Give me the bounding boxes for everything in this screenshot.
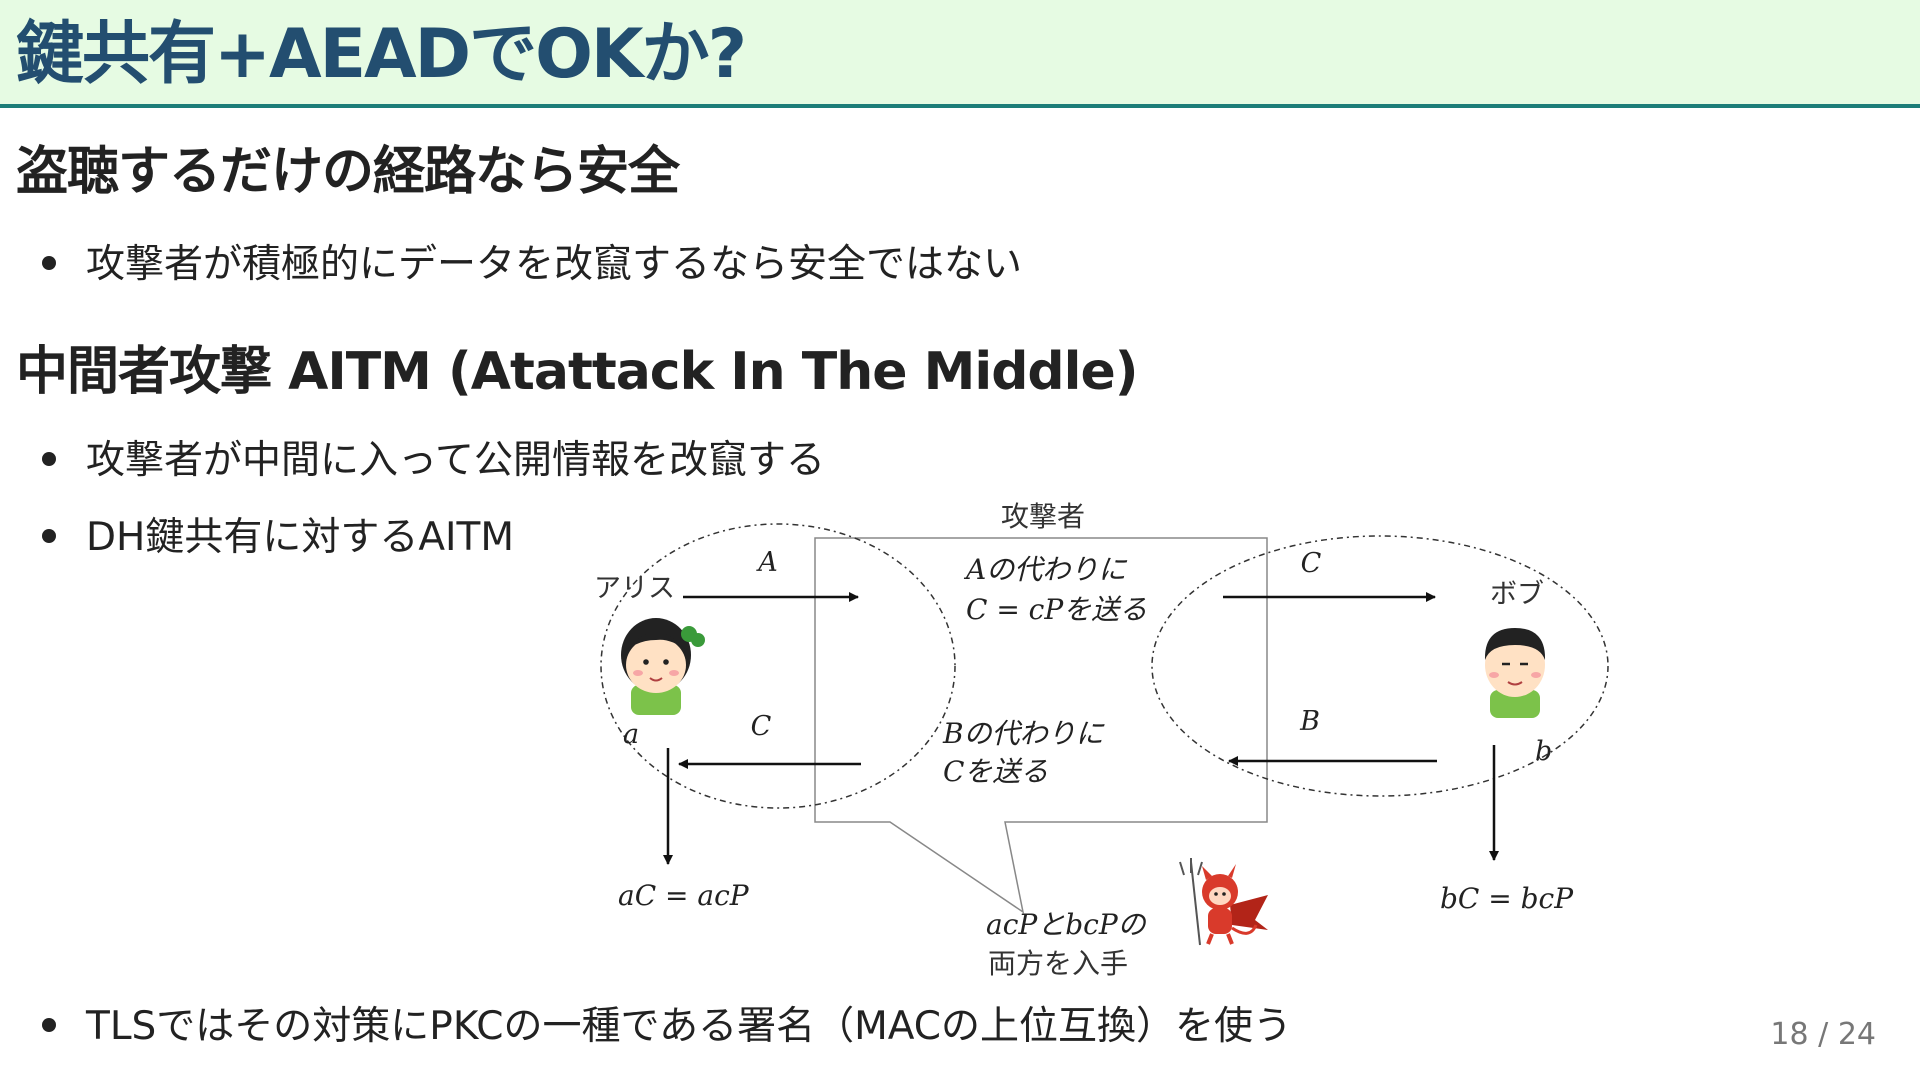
aitm-diagram: 攻撃者 アリス ボブ A C C B <box>594 500 1609 980</box>
section2-bullet-3: TLSではその対策にPKCの一種である署名（MACの上位互換）を使う <box>42 1002 1292 1052</box>
attacker-label: 攻撃者 <box>1001 500 1085 533</box>
bob-label: ボブ <box>1490 579 1544 610</box>
section1-bullet-1: 攻撃者が積極的にデータを改竄するなら安全ではない <box>42 240 1022 290</box>
alice-result: aC = acP <box>618 879 750 912</box>
slide-header: 鍵共有+AEADでOKか? <box>0 0 1920 108</box>
box-text-2b: Cを送る <box>943 755 1048 788</box>
page-total: 24 <box>1837 1017 1876 1052</box>
section1-heading: 盗聴するだけの経路なら安全 <box>16 142 680 202</box>
bullet-dot <box>42 528 56 543</box>
section2-bullet-1: 攻撃者が中間に入って公開情報を改竄する <box>42 436 825 486</box>
arrow-c-bottom-label: C <box>751 711 772 742</box>
box-text-2a: Bの代わりに <box>942 717 1106 750</box>
page-current: 18 <box>1770 1017 1809 1052</box>
box-text-1b: C = cPを送る <box>966 593 1147 626</box>
bullet-text: DH鍵共有に対するAITM <box>86 515 515 560</box>
bob-secret: b <box>1535 736 1552 767</box>
page-indicator: 18 / 24 <box>1770 1017 1876 1052</box>
page-separator: / <box>1818 1017 1829 1052</box>
bullet-text: 攻撃者が積極的にデータを改竄するなら安全ではない <box>86 242 1023 287</box>
alice-label: アリス <box>594 573 675 604</box>
bullet-dot <box>42 1017 56 1032</box>
attacker-gain-1: acPとbcPの <box>986 908 1148 941</box>
attacker-gain-2: 両方を入手 <box>988 947 1128 980</box>
bullet-text: 攻撃者が中間に入って公開情報を改竄する <box>86 438 826 483</box>
bullet-text: TLSではその対策にPKCの一種である署名（MACの上位互換）を使う <box>86 1004 1292 1049</box>
arrow-c-top-label: C <box>1301 548 1322 579</box>
bob-result: bC = bcP <box>1440 882 1574 915</box>
alice-secret: a <box>623 719 639 750</box>
attacker-speech-box <box>814 537 1268 914</box>
arrow-a-label: A <box>755 547 778 578</box>
alice-area <box>600 523 956 809</box>
bullet-dot <box>42 451 56 466</box>
arrow-b-label: B <box>1299 706 1320 737</box>
slide-title: 鍵共有+AEADでOKか? <box>16 15 747 94</box>
box-text-1a: Aの代わりに <box>963 553 1128 586</box>
bob-avatar <box>1484 628 1546 718</box>
bullet-dot <box>42 255 56 270</box>
devil-icon <box>1179 858 1268 946</box>
section2-bullet-2: DH鍵共有に対するAITM <box>42 513 514 563</box>
alice-avatar <box>621 618 705 715</box>
section2-heading: 中間者攻撃 AITM (Atattack In The Middle) <box>16 342 1138 402</box>
bob-area <box>1151 535 1609 797</box>
